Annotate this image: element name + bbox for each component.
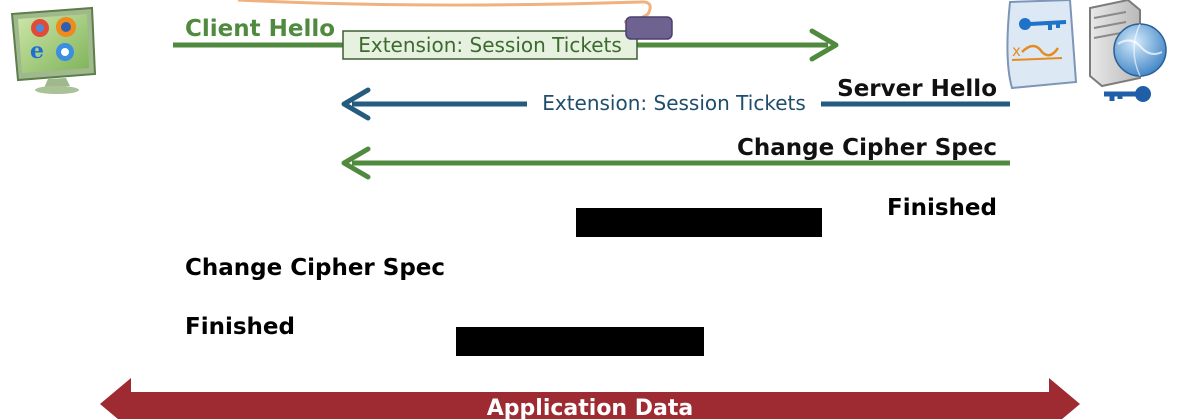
extension-box: Extension: Session Tickets — [527, 89, 821, 118]
encrypted-verification-box: Encrypted Verification — [576, 208, 822, 237]
extension-label: Extension: Session Tickets — [542, 91, 806, 115]
message-client-finished: Finished Encrypted Verification — [185, 314, 704, 356]
session-ticket-badge — [625, 16, 673, 40]
extension-box: Extension: Session Tickets — [342, 30, 638, 60]
application-data-label: Application Data — [487, 396, 693, 419]
svg-text:x: x — [1012, 42, 1021, 60]
message-label: Finished — [185, 314, 295, 340]
message-label: Server Hello — [837, 76, 997, 102]
application-data-arrow: Application Data — [100, 378, 1080, 419]
svg-text:e: e — [30, 38, 44, 64]
encrypted-verification-box: Encrypted Verification — [456, 327, 704, 356]
computer-with-browsers-icon: e — [10, 6, 97, 94]
message-label: Change Cipher Spec — [737, 135, 997, 161]
message-label: Change Cipher Spec — [185, 255, 445, 281]
message-client-change-cipher-spec: Change Cipher Spec — [185, 255, 445, 281]
message-label: Finished — [887, 195, 997, 221]
key-icon — [1104, 86, 1151, 102]
message-client-hello: Client Hello Extension: Session Tickets — [173, 16, 839, 62]
extension-label: Extension: Session Tickets — [358, 33, 622, 57]
server-with-globe-icon — [1089, 0, 1167, 88]
message-server-hello: Server Hello Extension: Session Tickets — [341, 76, 1010, 121]
message-server-finished: Finished Encrypted Verification — [576, 195, 997, 237]
extension-label: Encrypted Verification — [589, 210, 810, 234]
extension-label: Encrypted Verification — [470, 329, 691, 353]
message-server-change-cipher-spec: Change Cipher Spec — [341, 135, 1010, 180]
certificate-document-icon: x — [1006, 0, 1078, 90]
message-label: Client Hello — [185, 16, 335, 42]
